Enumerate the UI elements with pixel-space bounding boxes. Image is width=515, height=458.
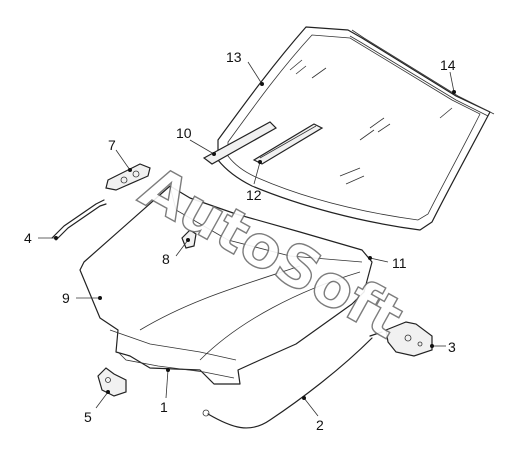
callout-12: 12 [246,187,262,203]
leader-lines [38,61,455,417]
callout-9: 9 [62,290,70,306]
callout-11: 11 [392,255,407,271]
support-rod [51,199,107,241]
callout-14: 14 [440,57,456,73]
watermark: AutoSoft [129,152,416,353]
callout-10: 10 [176,125,192,141]
cowl-strips [202,121,324,165]
callout-2: 2 [316,417,324,433]
callouts: 13 14 10 12 7 4 8 11 9 3 5 1 2 [24,49,456,433]
callout-1: 1 [160,399,168,415]
hood-latch [385,321,433,357]
callout-5: 5 [84,409,92,425]
callout-7: 7 [108,137,116,153]
callout-13: 13 [226,49,242,65]
svg-text:AutoSoft: AutoSoft [129,153,414,352]
hood-panel [79,185,373,385]
hinge-bracket-left [105,163,151,191]
windshield [217,26,495,231]
callout-3: 3 [448,339,456,355]
callout-4: 4 [24,230,32,246]
callout-8: 8 [162,251,170,267]
release-cable [202,331,383,429]
hood-hinge [97,367,127,397]
leader-dots [54,82,456,400]
